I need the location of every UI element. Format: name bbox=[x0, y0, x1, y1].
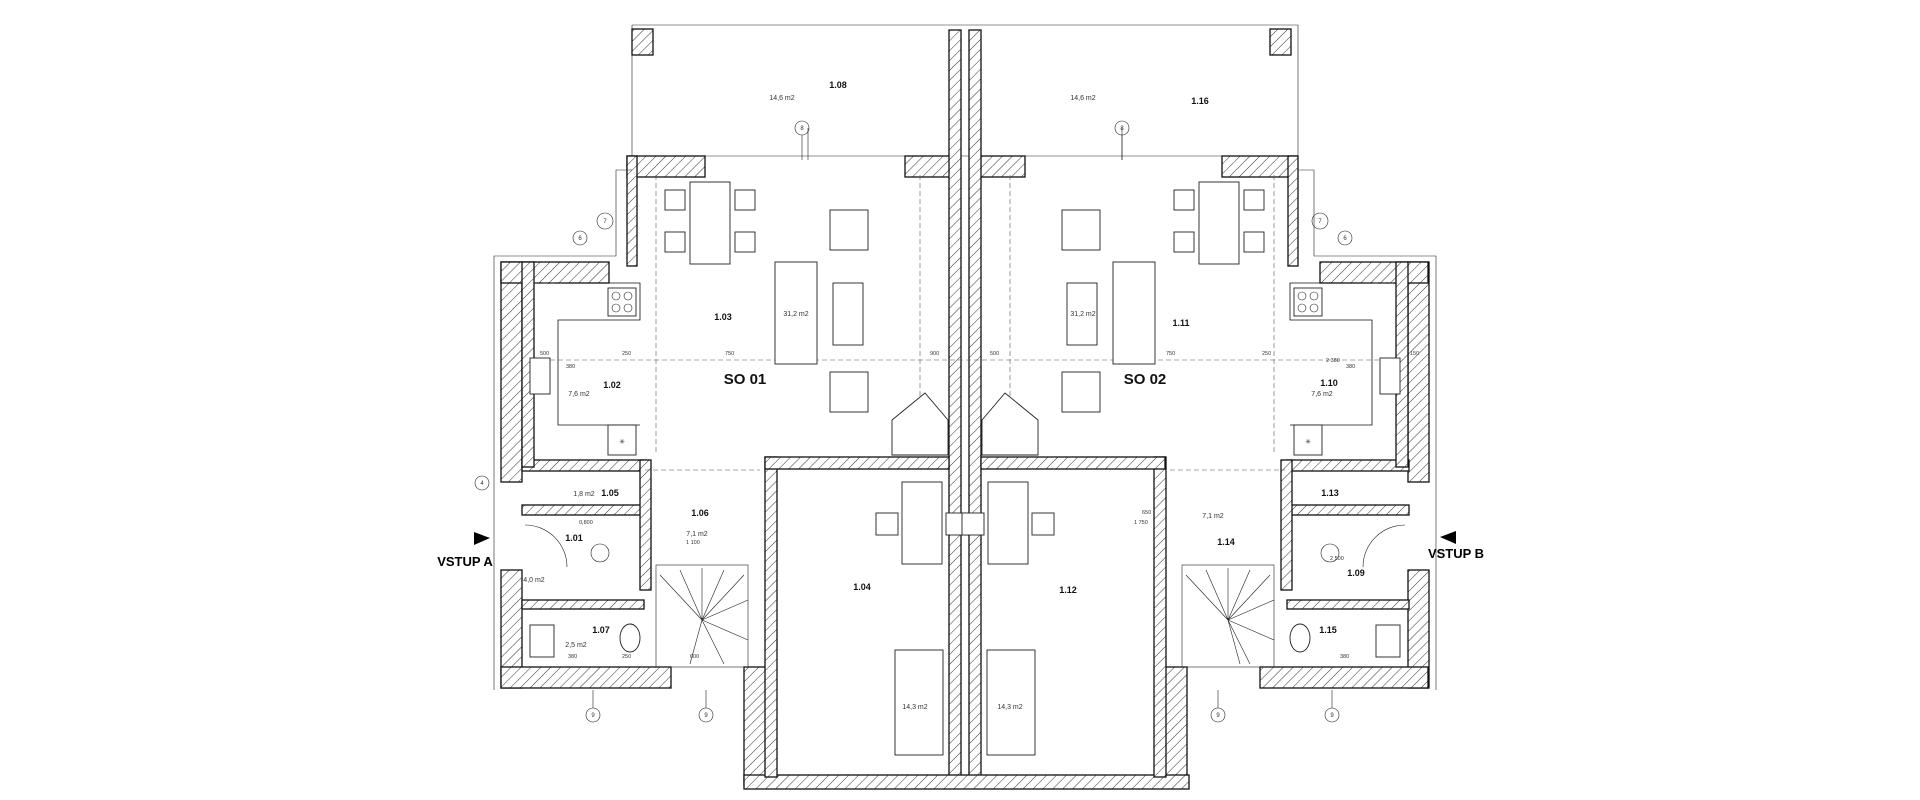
svg-text:4: 4 bbox=[480, 481, 484, 487]
room-number: 1.11 bbox=[1172, 318, 1189, 328]
room-number: 1.13 bbox=[1321, 488, 1339, 498]
entrance-label: VSTUP A bbox=[437, 554, 493, 569]
room-area: 14,6 m2 bbox=[1070, 95, 1095, 102]
svg-text:✳: ✳ bbox=[619, 438, 625, 446]
room-area: 1,8 m2 bbox=[573, 491, 595, 498]
room-number: 1.07 bbox=[592, 625, 610, 635]
axis-marker: 8 bbox=[794, 120, 810, 136]
room-area: 7,1 m2 bbox=[686, 531, 708, 538]
dimension: 750 bbox=[725, 351, 734, 357]
room-area: 14,6 m2 bbox=[769, 95, 794, 102]
dimension: 2 500 bbox=[1330, 556, 1344, 562]
dimension: 650 bbox=[1142, 510, 1151, 516]
stairs-left bbox=[655, 564, 749, 668]
dimension: 500 bbox=[990, 351, 999, 357]
axis-marker: 9 bbox=[1210, 707, 1226, 723]
dimension: 380 bbox=[1340, 654, 1349, 660]
room-number: 1.04 bbox=[853, 582, 871, 592]
entrance-label: VSTUP B bbox=[1428, 546, 1484, 561]
room-area: 31,2 m2 bbox=[1070, 311, 1095, 318]
dimension: 380 bbox=[566, 364, 575, 370]
overhead-lines bbox=[534, 175, 1396, 471]
dimension: 750 bbox=[1166, 351, 1175, 357]
room-labels: 1.08 14,6 m2 1.16 14,6 m2 1.03 31,2 m2 1… bbox=[523, 80, 1364, 711]
room-area: 4,0 m2 bbox=[523, 577, 545, 584]
dimension: 380 bbox=[568, 654, 577, 660]
living-furniture-left bbox=[774, 209, 869, 413]
dimension: 0,800 bbox=[579, 520, 593, 526]
svg-text:✳: ✳ bbox=[1305, 438, 1311, 446]
room-number: 1.12 bbox=[1059, 585, 1077, 595]
dimension: 600 bbox=[690, 654, 699, 660]
fireplaces bbox=[891, 392, 1039, 456]
svg-text:7: 7 bbox=[603, 219, 607, 225]
living-furniture-right bbox=[1061, 209, 1156, 413]
room-area: 14,3 m2 bbox=[997, 704, 1022, 711]
svg-text:9: 9 bbox=[1330, 713, 1334, 719]
axis-marker: 9 bbox=[585, 707, 601, 723]
axis-markers: 8 8 6 6 7 7 9 9 9 9 4 bbox=[474, 120, 1353, 723]
svg-text:9: 9 bbox=[591, 713, 595, 719]
dining-set-right bbox=[1173, 181, 1265, 265]
axis-marker: 7 bbox=[596, 212, 614, 230]
exterior-walls bbox=[500, 29, 1430, 790]
room-number: 1.08 bbox=[829, 80, 847, 90]
kitchen-counters: ✳ ✳ bbox=[529, 282, 1401, 456]
room-number: 1.09 bbox=[1347, 568, 1365, 578]
dimension: 1 750 bbox=[1134, 520, 1148, 526]
room-area: 14,3 m2 bbox=[902, 704, 927, 711]
room-number: 1.01 bbox=[565, 533, 583, 543]
svg-text:7: 7 bbox=[1318, 219, 1322, 225]
outline-offsets bbox=[493, 169, 1437, 690]
dimension: 500 bbox=[540, 351, 549, 357]
stairs-right bbox=[1181, 564, 1275, 668]
svg-text:8: 8 bbox=[800, 126, 804, 132]
axis-marker: 6 bbox=[572, 230, 588, 246]
bedroom-furniture-left bbox=[875, 481, 969, 756]
svg-text:6: 6 bbox=[578, 236, 582, 242]
dimension: 150 bbox=[1410, 351, 1419, 357]
svg-text:9: 9 bbox=[704, 713, 708, 719]
bedroom-furniture-right bbox=[961, 481, 1055, 756]
dimension: 2 380 bbox=[1326, 358, 1340, 364]
room-number: 1.06 bbox=[691, 508, 709, 518]
room-number: 1.02 bbox=[603, 380, 621, 390]
dimension: 900 bbox=[930, 351, 939, 357]
room-number: 1.16 bbox=[1191, 96, 1209, 106]
terrace-outline bbox=[631, 24, 1299, 160]
axis-marker: 7 bbox=[1311, 212, 1329, 230]
axis-marker: 9 bbox=[698, 707, 714, 723]
dimension: 380 bbox=[1346, 364, 1355, 370]
axis-marker: 9 bbox=[1324, 707, 1340, 723]
axis-marker: 4 bbox=[474, 475, 490, 491]
dimension: 250 bbox=[622, 654, 631, 660]
room-number: 1.05 bbox=[601, 488, 619, 498]
unit-labels: SO 01 SO 02 VSTUP A VSTUP B bbox=[437, 371, 1484, 569]
dimension-labels: 500 250 750 380 900 250 380 500 150 750 … bbox=[540, 351, 1419, 660]
entrance-arrows bbox=[474, 531, 1456, 545]
room-area: 7,6 m2 bbox=[568, 391, 590, 398]
svg-text:8: 8 bbox=[1120, 126, 1124, 132]
room-area: 31,2 m2 bbox=[783, 311, 808, 318]
room-area: 7,6 m2 bbox=[1311, 391, 1333, 398]
dimension: 250 bbox=[622, 351, 631, 357]
room-number: 1.15 bbox=[1319, 625, 1337, 635]
bathrooms bbox=[524, 524, 1406, 658]
room-area: 7,1 m2 bbox=[1202, 513, 1224, 520]
room-number: 1.14 bbox=[1217, 537, 1235, 547]
svg-text:6: 6 bbox=[1343, 236, 1347, 242]
axis-marker: 6 bbox=[1337, 230, 1353, 246]
unit-label: SO 02 bbox=[1124, 371, 1167, 388]
room-number: 1.03 bbox=[714, 312, 732, 322]
dining-set-left bbox=[664, 181, 756, 265]
room-number: 1.10 bbox=[1320, 378, 1338, 388]
room-area: 2,5 m2 bbox=[565, 642, 587, 649]
svg-text:9: 9 bbox=[1216, 713, 1220, 719]
dimension: 1 100 bbox=[686, 540, 700, 546]
unit-label: SO 01 bbox=[724, 371, 767, 388]
dimension: 250 bbox=[1262, 351, 1271, 357]
